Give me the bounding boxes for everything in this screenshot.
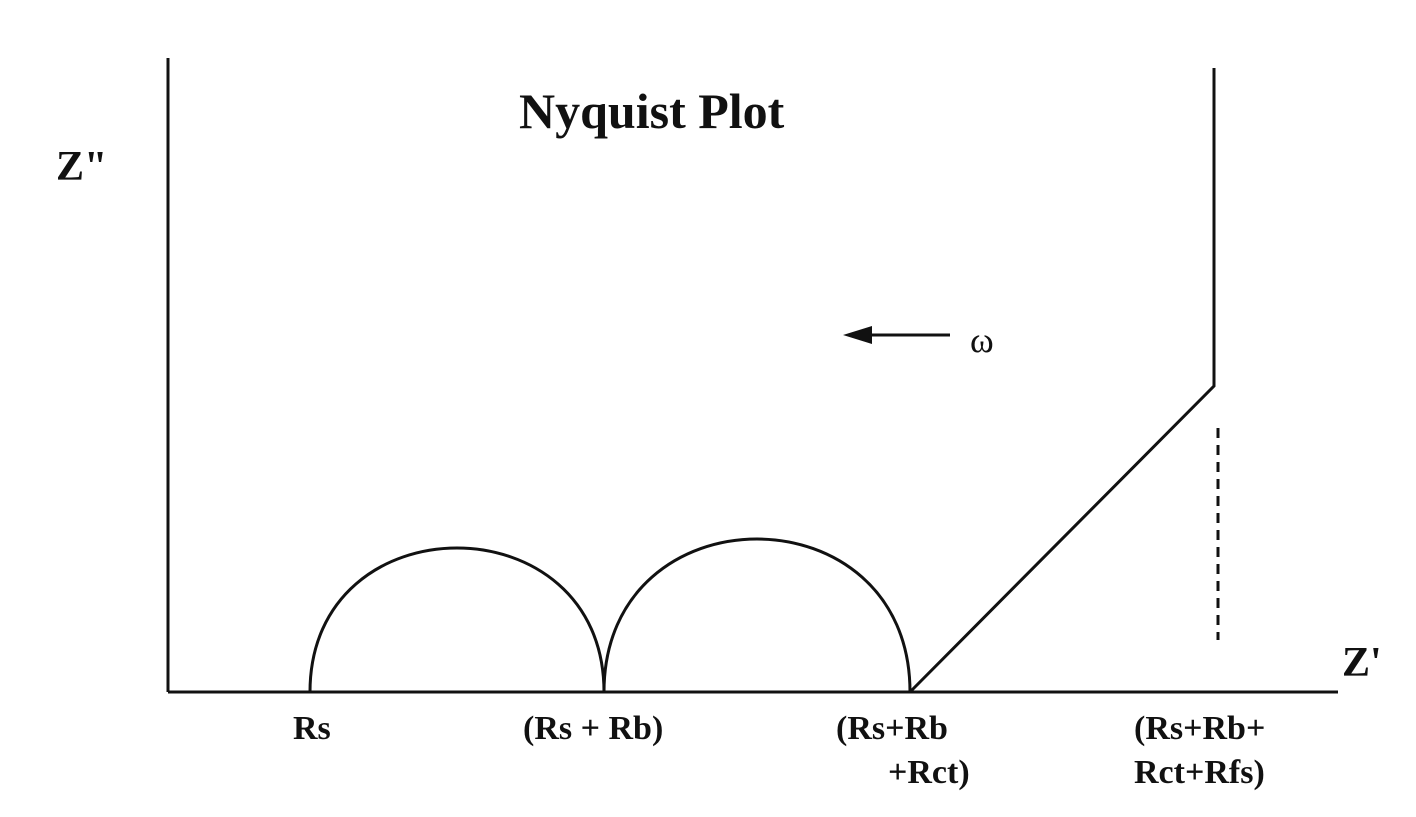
omega-label: ω [970, 320, 994, 360]
tick-label-rs: Rs [293, 710, 331, 747]
x-axis-label: Z' [1342, 640, 1382, 686]
omega-arrow-head [843, 326, 872, 344]
tick-label-rs-rb-rct-line2: +Rct) [888, 754, 970, 791]
y-axis-label: Z" [56, 144, 108, 190]
diffusion-line [908, 68, 1216, 694]
tick-label-rs-rb: (Rs + Rb) [523, 710, 664, 747]
bulk-semicircle [308, 546, 606, 693]
charge-transfer-semicircle [602, 537, 912, 693]
tick-label-rs-rb-rct-rfs-line2: Rct+Rfs) [1134, 754, 1265, 791]
tick-label-rs-rb-rct-line1: (Rs+Rb [836, 710, 948, 747]
tick-label-rs-rb-rct-rfs-line1: (Rs+Rb+ [1134, 710, 1266, 747]
diagram-title: Nyquist Plot [519, 83, 785, 139]
